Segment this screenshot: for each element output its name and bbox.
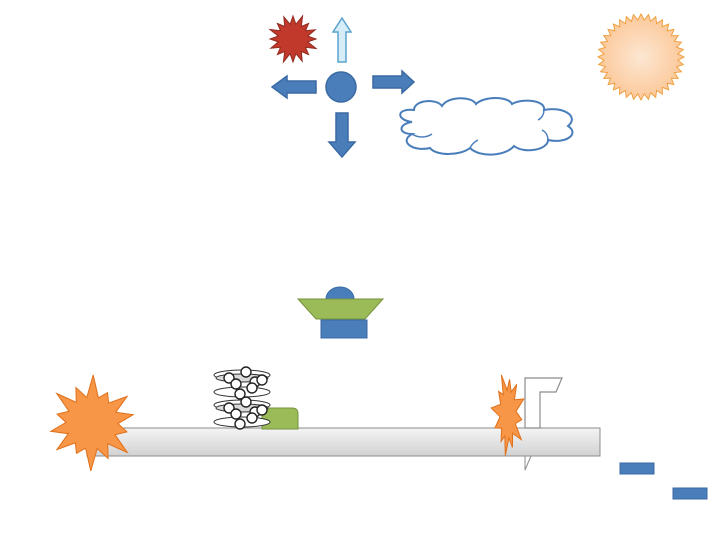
cloud-icon (399, 97, 574, 156)
center-circle-icon[interactable] (325, 71, 357, 103)
direction-pad (270, 16, 416, 159)
arrow-right-icon[interactable] (372, 69, 416, 95)
red-burst-icon (268, 14, 318, 64)
arrow-up-icon[interactable] (331, 16, 353, 63)
flag-post-icon (524, 377, 563, 471)
blue-step-icon (619, 462, 655, 475)
orange-burst-icon (49, 374, 135, 472)
orange-flame-burst-icon (490, 374, 525, 456)
blue-step-icon (672, 487, 708, 500)
arrow-left-icon[interactable] (270, 74, 317, 100)
sun-icon (596, 12, 686, 102)
arrow-down-icon[interactable] (327, 112, 357, 159)
stacked-chain-obstacle-icon (213, 366, 271, 430)
green-block-icon (261, 407, 299, 430)
ground-platform (86, 427, 601, 457)
ufo-player-icon[interactable] (296, 286, 385, 339)
